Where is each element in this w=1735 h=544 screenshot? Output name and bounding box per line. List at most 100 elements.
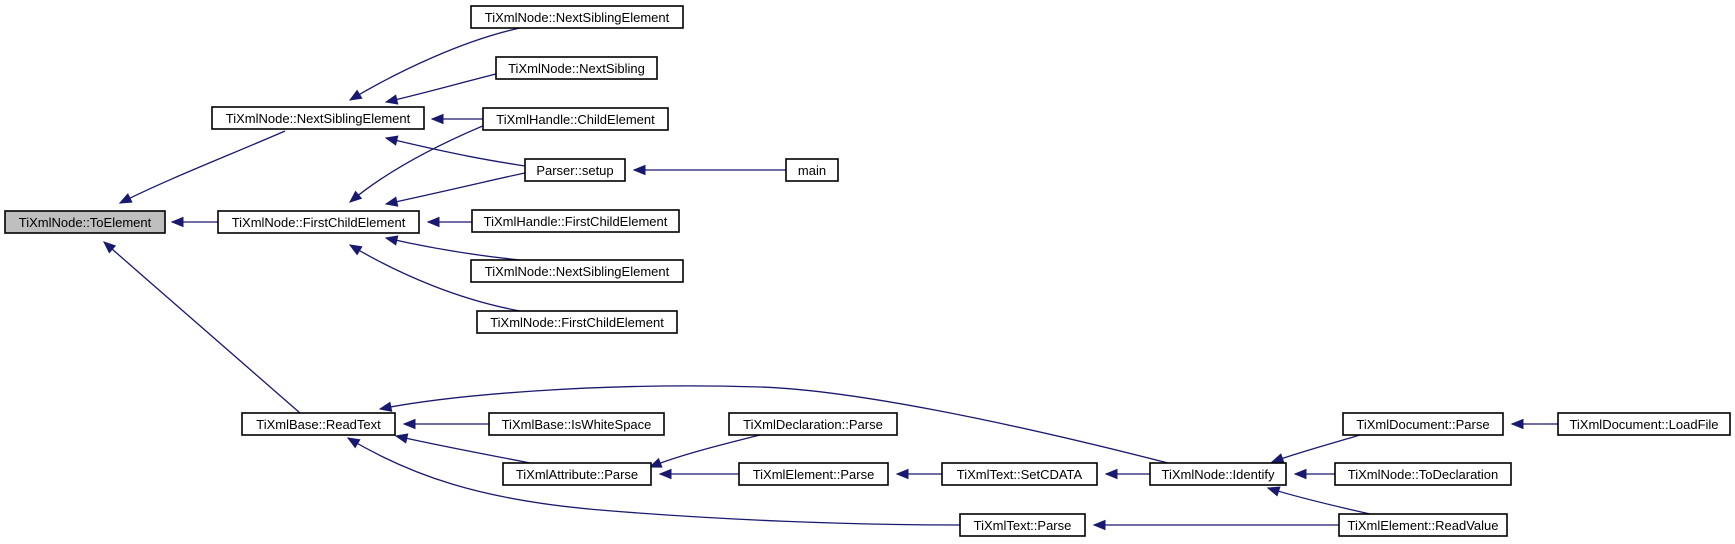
node-box[interactable]: [959, 513, 1086, 537]
node-n17[interactable]: TiXmlNode::Identify: [1149, 462, 1287, 486]
node-n12[interactable]: TiXmlBase::IsWhiteSpace: [488, 412, 665, 436]
node-box[interactable]: [941, 462, 1098, 486]
arrowhead: [170, 216, 184, 228]
node-n5[interactable]: TiXmlNode::NextSibling: [495, 56, 658, 80]
node-n15[interactable]: TiXmlElement::Parse: [738, 462, 889, 486]
node-box[interactable]: [482, 107, 669, 131]
node-n6[interactable]: TiXmlHandle::ChildElement: [482, 107, 669, 131]
edge-line: [347, 437, 961, 526]
node-box[interactable]: [524, 158, 626, 182]
edge-n11-to-n2: [348, 244, 521, 312]
edge-line: [385, 137, 526, 167]
edges-layer: [103, 27, 1558, 531]
node-n8[interactable]: main: [785, 158, 839, 182]
edge-line: [103, 241, 301, 414]
node-box[interactable]: [1338, 513, 1508, 537]
edge-n16-to-n15: [895, 468, 942, 480]
arrowhead: [348, 190, 363, 203]
node-n18[interactable]: TiXmlText::Parse: [959, 513, 1086, 537]
node-label: TiXmlDeclaration::Parse: [743, 417, 883, 432]
edge-n10-to-n2: [384, 235, 521, 261]
node-label: TiXmlDocument::LoadFile: [1569, 417, 1718, 432]
edge-n20-to-n19: [1510, 418, 1558, 430]
arrowhead: [384, 94, 399, 105]
node-n21[interactable]: TiXmlNode::ToDeclaration: [1334, 462, 1512, 486]
edge-n17-to-n16: [1104, 468, 1150, 480]
node-n19[interactable]: TiXmlDocument::Parse: [1342, 412, 1504, 436]
node-box[interactable]: [1334, 462, 1512, 486]
node-n16[interactable]: TiXmlText::SetCDATA: [941, 462, 1098, 486]
arrowhead: [426, 216, 440, 228]
node-label: TiXmlNode::NextSiblingElement: [226, 111, 411, 126]
arrowhead: [384, 235, 399, 246]
node-label: TiXmlHandle::FirstChildElement: [484, 214, 668, 229]
node-box[interactable]: [495, 56, 658, 80]
node-n4[interactable]: TiXmlNode::NextSiblingElement: [470, 5, 684, 29]
node-box[interactable]: [241, 412, 396, 436]
node-box[interactable]: [488, 412, 665, 436]
node-n0[interactable]: TiXmlNode::ToElement: [4, 210, 166, 234]
arrowhead: [103, 241, 117, 254]
node-box[interactable]: [785, 158, 839, 182]
arrowhead: [394, 433, 409, 444]
node-n9[interactable]: TiXmlHandle::FirstChildElement: [471, 209, 680, 233]
node-box[interactable]: [502, 462, 652, 486]
edge-n21-to-n17: [1293, 468, 1335, 480]
node-n7[interactable]: Parser::setup: [524, 158, 626, 182]
edge-n3-to-n0: [103, 241, 301, 414]
edge-line: [379, 385, 1169, 464]
edge-n14-to-n13: [648, 434, 761, 468]
node-box[interactable]: [470, 259, 684, 283]
arrowhead: [1266, 486, 1281, 497]
edge-n22-to-n18: [1092, 519, 1339, 531]
node-n14[interactable]: TiXmlDeclaration::Parse: [728, 412, 898, 436]
edge-n2-to-n0: [170, 216, 218, 228]
edge-n4-to-n1: [348, 27, 521, 101]
arrowhead: [402, 418, 416, 430]
edge-n12-to-n3: [402, 418, 489, 430]
edge-line: [119, 130, 286, 204]
node-n11[interactable]: TiXmlNode::FirstChildElement: [476, 310, 678, 334]
edge-line: [395, 435, 531, 464]
node-box[interactable]: [470, 5, 684, 29]
arrowhead: [648, 457, 663, 468]
node-label: TiXmlAttribute::Parse: [516, 467, 638, 482]
node-n13[interactable]: TiXmlAttribute::Parse: [502, 462, 652, 486]
node-n22[interactable]: TiXmlElement::ReadValue: [1338, 513, 1508, 537]
node-label: TiXmlNode::NextSibling: [508, 61, 645, 76]
arrowhead: [118, 193, 133, 204]
arrowhead: [348, 244, 363, 256]
node-n1[interactable]: TiXmlNode::NextSiblingElement: [211, 106, 425, 130]
arrowhead: [430, 113, 444, 125]
node-n20[interactable]: TiXmlDocument::LoadFile: [1557, 412, 1731, 436]
node-box[interactable]: [476, 310, 678, 334]
edge-n8-to-n7: [632, 164, 786, 176]
node-box[interactable]: [211, 106, 425, 130]
arrowhead: [1293, 468, 1307, 480]
node-n3[interactable]: TiXmlBase::ReadText: [241, 412, 396, 436]
edge-n13-to-n3: [394, 433, 531, 464]
edge-line: [385, 172, 526, 205]
node-n2[interactable]: TiXmlNode::FirstChildElement: [217, 210, 420, 234]
node-label: TiXmlNode::NextSiblingElement: [485, 10, 670, 25]
node-box[interactable]: [471, 209, 680, 233]
node-label: TiXmlElement::Parse: [753, 467, 875, 482]
node-box[interactable]: [1557, 412, 1731, 436]
node-box[interactable]: [217, 210, 420, 234]
arrowhead: [1510, 418, 1524, 430]
node-n10[interactable]: TiXmlNode::NextSiblingElement: [470, 259, 684, 283]
node-box[interactable]: [1149, 462, 1287, 486]
node-box[interactable]: [738, 462, 889, 486]
root-node-box[interactable]: [4, 210, 166, 234]
arrowhead: [384, 135, 399, 146]
node-label: TiXmlNode::Identify: [1162, 467, 1275, 482]
arrowhead: [346, 437, 361, 449]
node-label: TiXmlDocument::Parse: [1356, 417, 1489, 432]
node-box[interactable]: [728, 412, 898, 436]
node-label: TiXmlNode::FirstChildElement: [232, 215, 406, 230]
arrowhead: [384, 196, 399, 207]
edge-n19-to-n17: [1270, 434, 1361, 464]
edge-n15-to-n13: [658, 468, 739, 480]
node-box[interactable]: [1342, 412, 1504, 436]
